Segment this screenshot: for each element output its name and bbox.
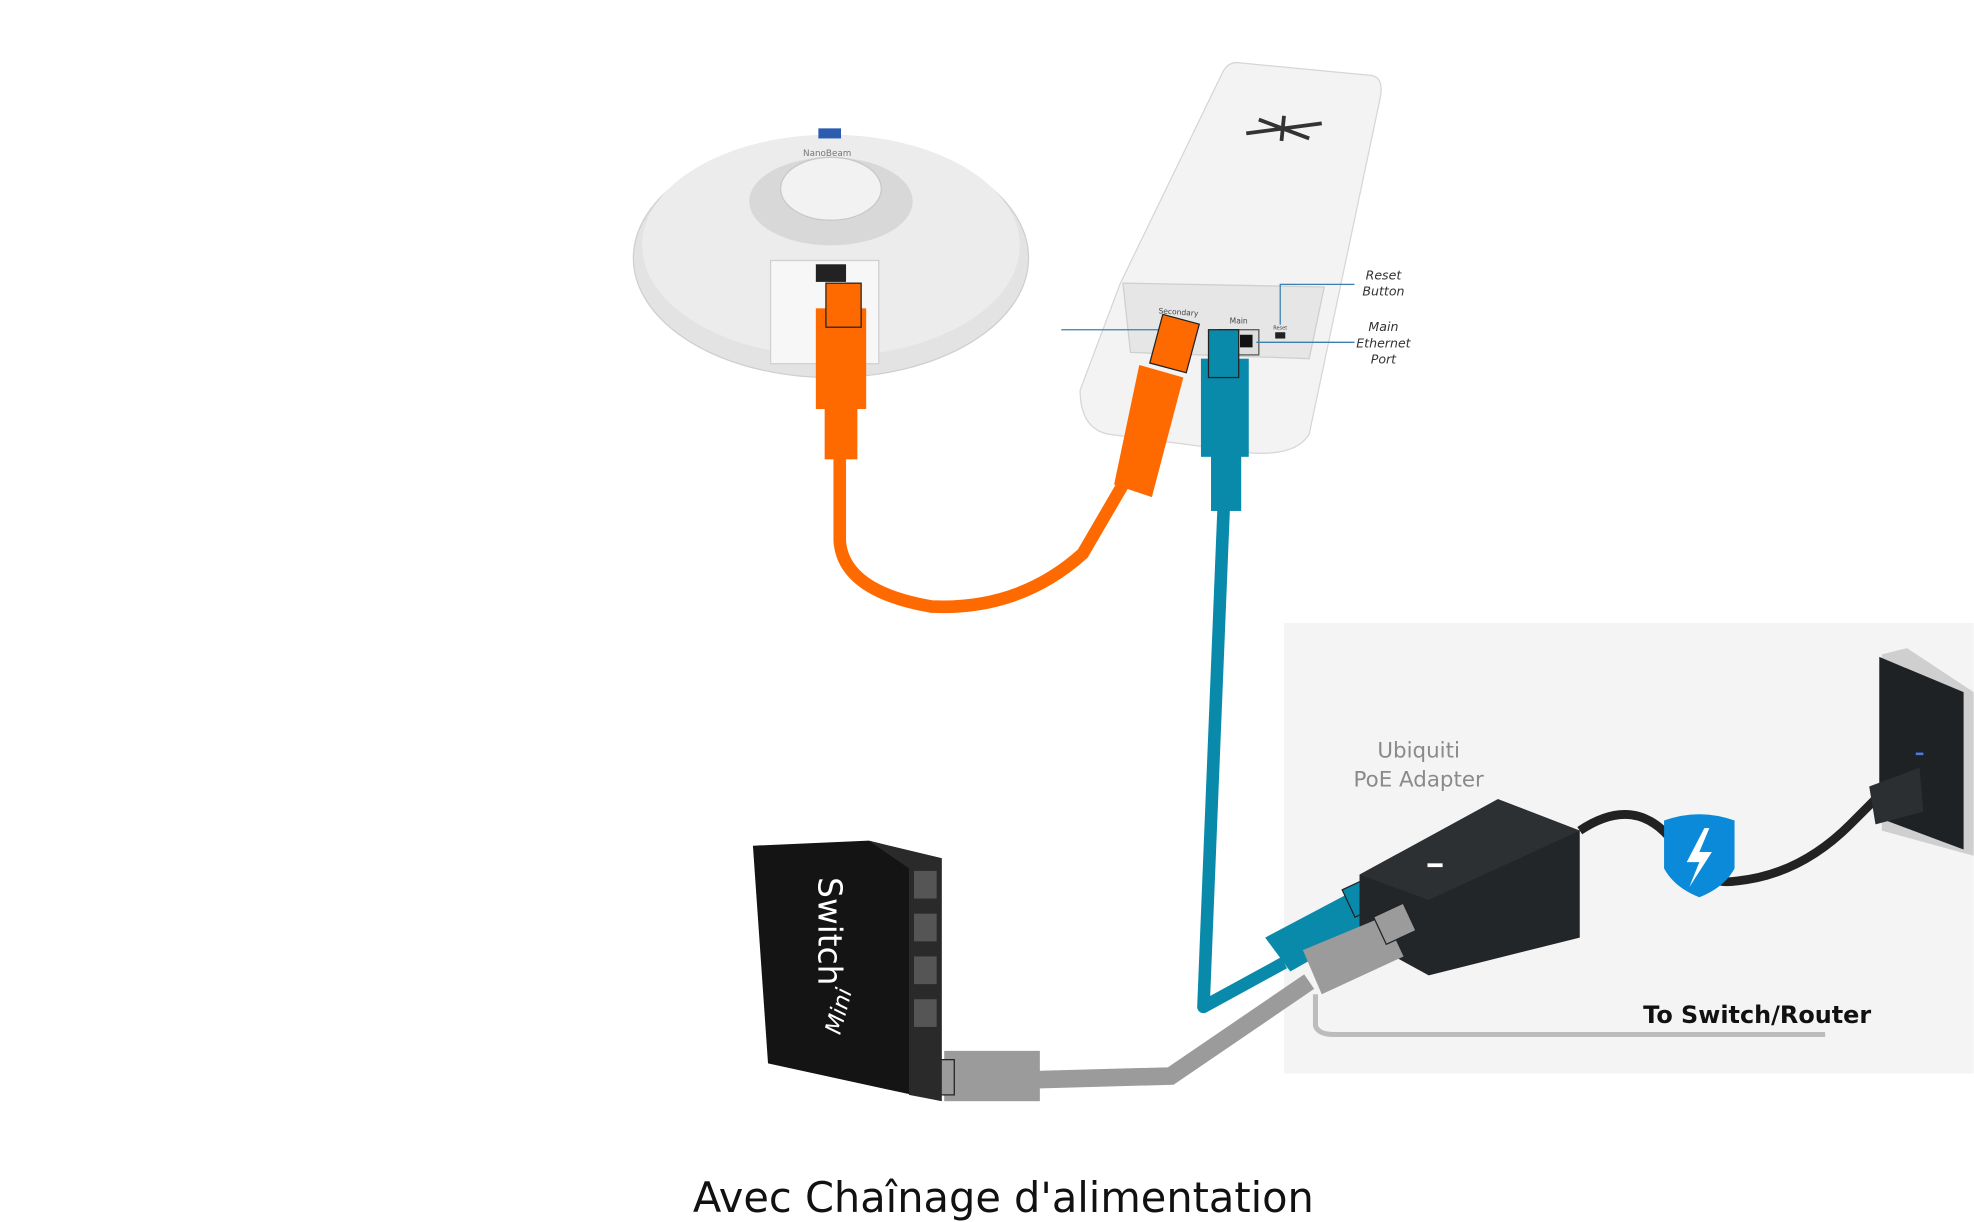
- poe-panel-background: [1284, 622, 1974, 1074]
- poe-led: [1427, 863, 1443, 868]
- lightning-shield-icon: [1664, 814, 1735, 898]
- mini-switch: Switch Mini: [752, 840, 942, 1102]
- diagram-caption: Avec Chaînage d'alimentation: [693, 1173, 1314, 1222]
- callout-main-line2: Ethernet: [1356, 335, 1411, 350]
- poe-title-line2: PoE Adapter: [1354, 768, 1485, 793]
- callout-reset-line1: Reset: [1366, 267, 1403, 282]
- poe-title-line1: Ubiquiti: [1377, 739, 1460, 764]
- to-switch-router-label: To Switch/Router: [1643, 1001, 1871, 1029]
- callout-main-line1: Main: [1368, 319, 1398, 334]
- ubiquiti-logo-icon: [1246, 115, 1323, 142]
- callout-reset-line2: Button: [1362, 284, 1404, 299]
- nanobeam-label: NanoBeam: [803, 149, 851, 159]
- blue-ethernet-cable: [1197, 329, 1388, 1014]
- orange-ethernet-cable: [815, 282, 1201, 614]
- callout-main-line3: Port: [1371, 352, 1397, 367]
- port-label-main: Main: [1230, 316, 1248, 325]
- reset-button: [1275, 332, 1286, 339]
- reset-small-label: Reset: [1273, 326, 1287, 332]
- port-label-secondary: Secondary: [1158, 306, 1199, 318]
- wall-outlet-icon: [1869, 648, 1974, 856]
- switch-brand-label: Switch: [810, 877, 848, 985]
